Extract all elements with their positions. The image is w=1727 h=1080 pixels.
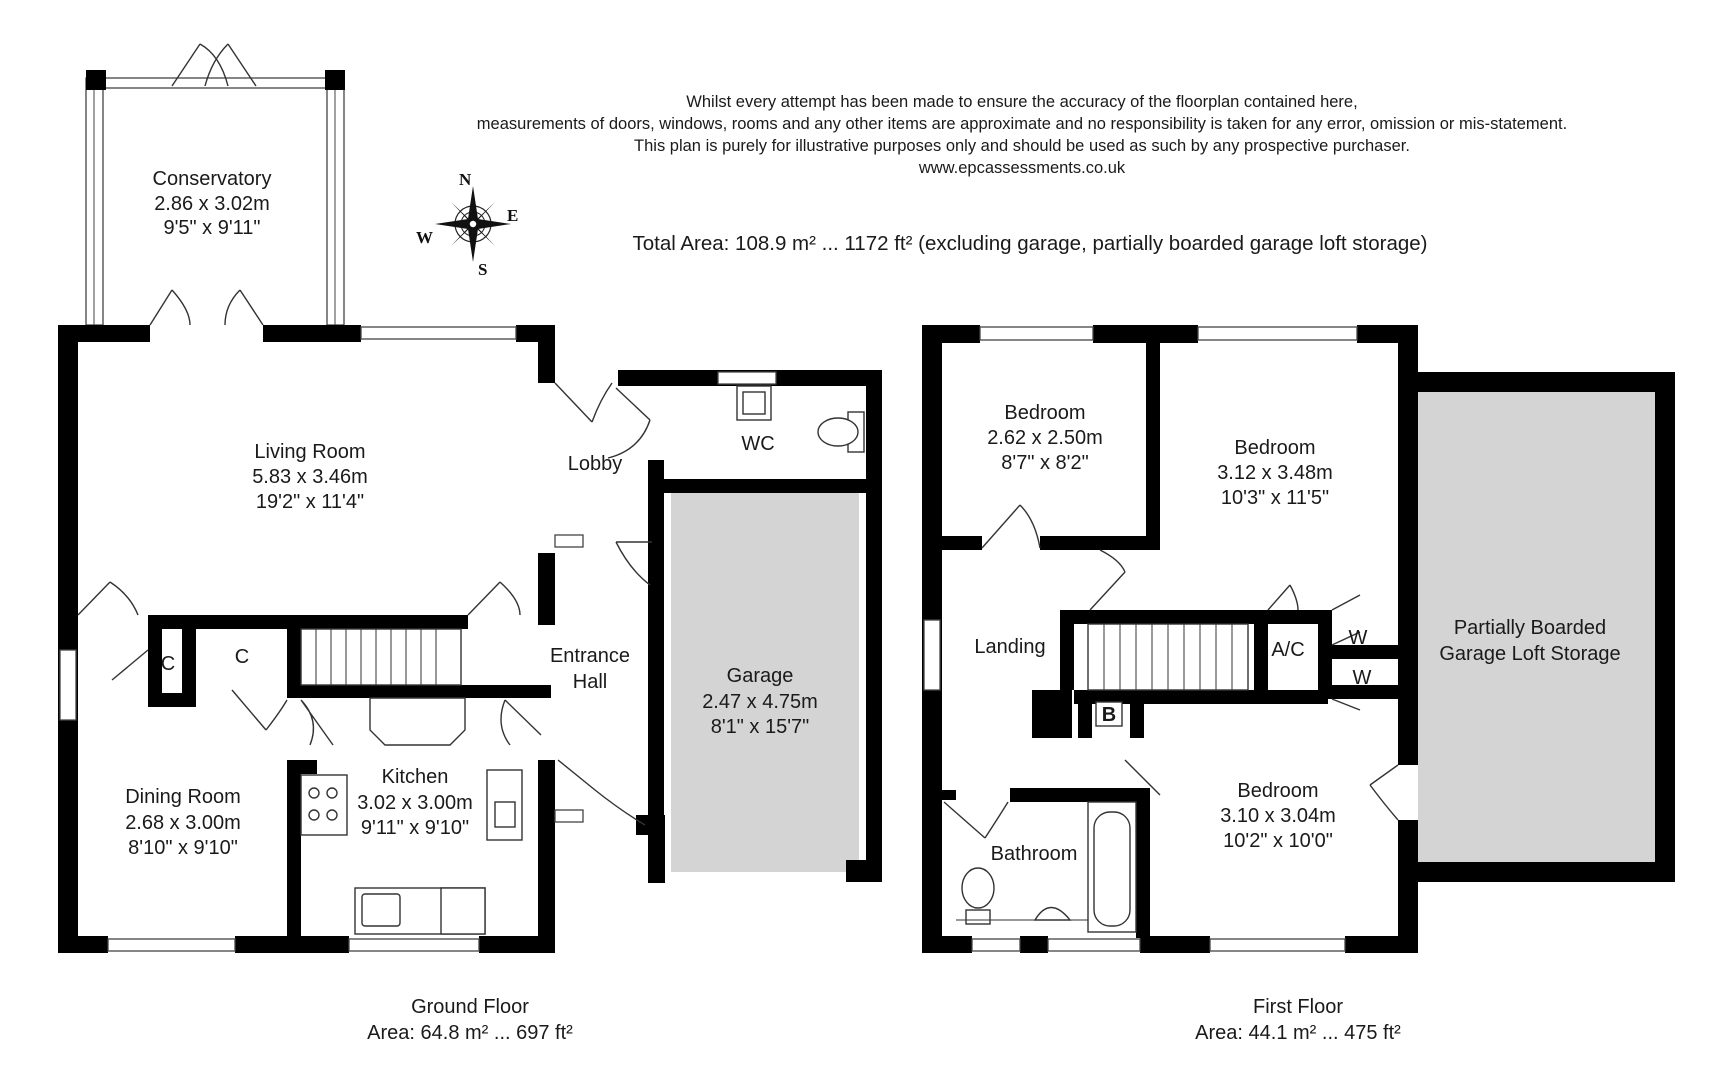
window [554,534,584,548]
window [1197,326,1358,341]
window [1209,938,1346,952]
total-area: Total Area: 108.9 m² ... 1172 ft² (exclu… [632,232,1427,255]
airing-cupboard-label: A/C [1271,639,1304,661]
first-floor-title: First Floor [1253,996,1343,1018]
bedroom-2-imperial: 10'3" x 11'5" [1221,487,1329,509]
lobby-label: Lobby [568,453,623,475]
garage-name: Garage [727,665,794,687]
dining-room-name: Dining Room [125,786,241,808]
wc-label: WC [741,433,774,455]
bedroom-1-name: Bedroom [1004,402,1085,424]
room-kitchen: Kitchen 3.02 x 3.00m 9'11" x 9'10" [357,766,473,839]
cupboard-label: C [161,653,175,675]
window [360,326,517,340]
door-swings [943,504,1399,839]
room-entrance-hall: Entrance Hall [550,645,630,693]
boiler-label: B [1102,704,1116,726]
window [107,938,236,952]
wardrobe-label: W [1353,667,1372,689]
disclaimer-line-1: Whilst every attempt has been made to en… [686,93,1357,111]
conservatory-name: Conservatory [153,168,272,190]
compass-north: N [459,170,472,189]
first-floor-plan: Bedroom 2.62 x 2.50m 8'7" x 8'2" Bedroom… [922,325,1675,1044]
window [59,649,77,721]
window [348,938,480,952]
stairs [300,628,462,686]
bedroom-2-metric: 3.12 x 3.48m [1217,462,1333,484]
kitchen-imperial: 9'11" x 9'10" [361,817,469,839]
conservatory-imperial: 9'5" x 9'11" [163,217,260,239]
dining-room-metric: 2.68 x 3.00m [125,812,241,834]
room-conservatory: Conservatory 2.86 x 3.02m 9'5" x 9'11" [153,168,272,239]
living-room-imperial: 19'2" x 11'4" [256,491,364,513]
boiler-box [1095,701,1123,727]
room-bedroom-1: Bedroom 2.62 x 2.50m 8'7" x 8'2" [987,402,1103,474]
window [1047,938,1141,952]
ground-floor-area: Area: 64.8 m² ... 697 ft² [367,1022,573,1044]
bedroom-3-name: Bedroom [1237,780,1318,802]
cupboard-label: C [235,646,249,668]
disclaimer-line-3: This plan is purely for illustrative pur… [634,137,1410,155]
window [717,371,777,385]
loft-fill [1418,392,1663,862]
living-room-name: Living Room [254,441,365,463]
dining-room-imperial: 8'10" x 9'10" [128,837,238,859]
loft-line-2: Garage Loft Storage [1439,643,1620,665]
disclaimer-line-2: measurements of doors, windows, rooms an… [477,115,1567,133]
bedroom-1-metric: 2.62 x 2.50m [987,427,1103,449]
living-room-metric: 5.83 x 3.46m [252,466,368,488]
room-bedroom-3: Bedroom 3.10 x 3.04m 10'2" x 10'0" [1220,780,1336,852]
room-living-room: Living Room 5.83 x 3.46m 19'2" x 11'4" [252,441,368,513]
entrance-hall-line-2: Hall [573,671,607,693]
room-bedroom-2: Bedroom 3.12 x 3.48m 10'3" x 11'5" [1217,437,1333,509]
kitchen-fittings [300,697,523,935]
first-floor-area: Area: 44.1 m² ... 475 ft² [1195,1022,1401,1044]
window [979,326,1094,341]
window [971,938,1021,952]
entrance-hall-line-1: Entrance [550,645,630,667]
garage-fill [671,492,859,872]
compass-west: W [416,228,433,247]
bathroom-fittings [956,801,1137,933]
wardrobe-label: W [1349,627,1368,649]
bedroom-3-metric: 3.10 x 3.04m [1220,805,1336,827]
compass-south: S [478,260,487,279]
kitchen-metric: 3.02 x 3.00m [357,792,473,814]
ground-floor-title: Ground Floor [411,996,529,1018]
loft-line-1: Partially Boarded [1454,617,1606,639]
garage-metric: 2.47 x 4.75m [702,691,818,713]
door-swings [77,289,652,826]
ground-floor-plan: Conservatory 2.86 x 3.02m 9'5" x 9'11" L… [58,43,882,1044]
bathroom-label: Bathroom [991,843,1078,865]
kitchen-name: Kitchen [382,766,449,788]
compass-east: E [507,206,518,225]
compass-icon: N E S W [416,170,518,279]
stairs [1087,623,1249,691]
window [923,619,941,691]
disclaimer: Whilst every attempt has been made to en… [477,93,1567,177]
bedroom-3-imperial: 10'2" x 10'0" [1223,830,1333,852]
wc-fittings [736,385,865,453]
conservatory-metric: 2.86 x 3.02m [154,193,270,215]
room-garage: Garage 2.47 x 4.75m 8'1" x 15'7" [702,665,818,738]
garage-imperial: 8'1" x 15'7" [711,716,810,738]
landing-label: Landing [974,636,1045,658]
window [554,809,584,823]
room-loft-storage: Partially Boarded Garage Loft Storage [1439,617,1620,665]
bedroom-1-imperial: 8'7" x 8'2" [1001,452,1088,474]
room-dining-room: Dining Room 2.68 x 3.00m 8'10" x 9'10" [125,786,241,859]
bedroom-2-name: Bedroom [1234,437,1315,459]
website-text: www.epcassessments.co.uk [918,159,1126,177]
